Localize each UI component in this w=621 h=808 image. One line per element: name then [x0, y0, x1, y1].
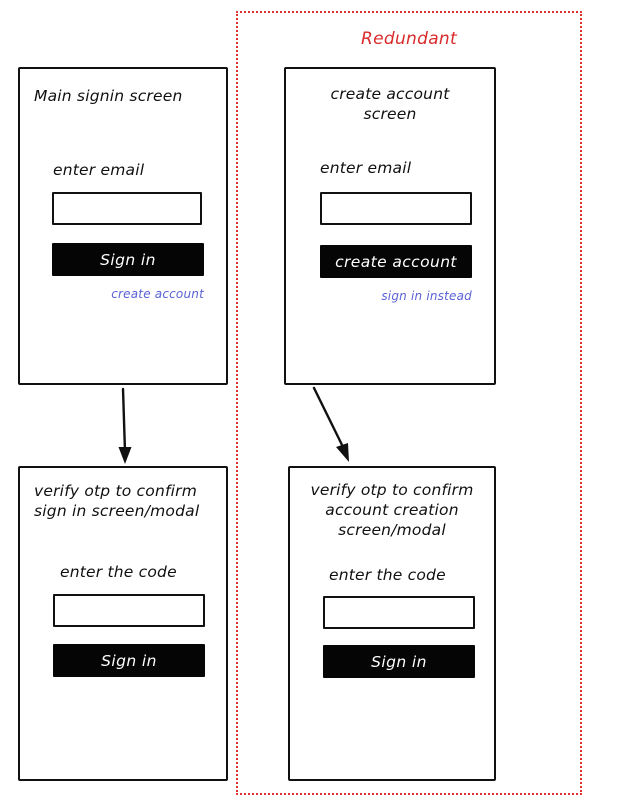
- screen-title-create-account: create account screen: [330, 85, 450, 123]
- sign-in-button-verify-otp-create[interactable]: Sign in: [323, 645, 475, 678]
- create-account-button[interactable]: create account: [320, 245, 472, 278]
- screen-card-main-signin[interactable]: Main signin screen enter email Sign in c…: [18, 67, 228, 385]
- screen-title-verify-otp-signin: verify otp to confirm sign in screen/mod…: [34, 482, 200, 520]
- redundant-group-outline: [236, 11, 582, 795]
- screen-card-verify-otp-signin[interactable]: verify otp to confirm sign in screen/mod…: [18, 466, 228, 781]
- email-field-label-main-signin: enter email: [53, 161, 145, 179]
- sign-in-instead-link[interactable]: sign in instead: [381, 289, 472, 303]
- sign-in-button-main-signin[interactable]: Sign in: [52, 243, 204, 276]
- code-field-label-signin: enter the code: [60, 563, 177, 581]
- code-input-create[interactable]: [323, 596, 475, 629]
- screen-card-create-account[interactable]: create account screen enter email create…: [284, 67, 496, 385]
- create-account-link[interactable]: create account: [111, 287, 204, 301]
- screen-title-main-signin: Main signin screen: [34, 87, 183, 105]
- code-input-signin[interactable]: [53, 594, 205, 627]
- redundant-annotation-label: Redundant: [361, 29, 457, 49]
- screen-card-verify-otp-create[interactable]: verify otp to confirm account creation s…: [288, 466, 496, 781]
- arrow-main-signin-to-verify-otp-signin: [118, 387, 132, 464]
- sign-in-button-verify-otp-signin[interactable]: Sign in: [53, 644, 205, 677]
- email-field-label-create-account: enter email: [320, 159, 412, 177]
- code-field-label-create: enter the code: [329, 566, 446, 584]
- email-input-create-account[interactable]: [320, 192, 472, 225]
- screen-title-verify-otp-create: verify otp to confirm account creation s…: [310, 481, 474, 539]
- email-input-main-signin[interactable]: [52, 192, 202, 225]
